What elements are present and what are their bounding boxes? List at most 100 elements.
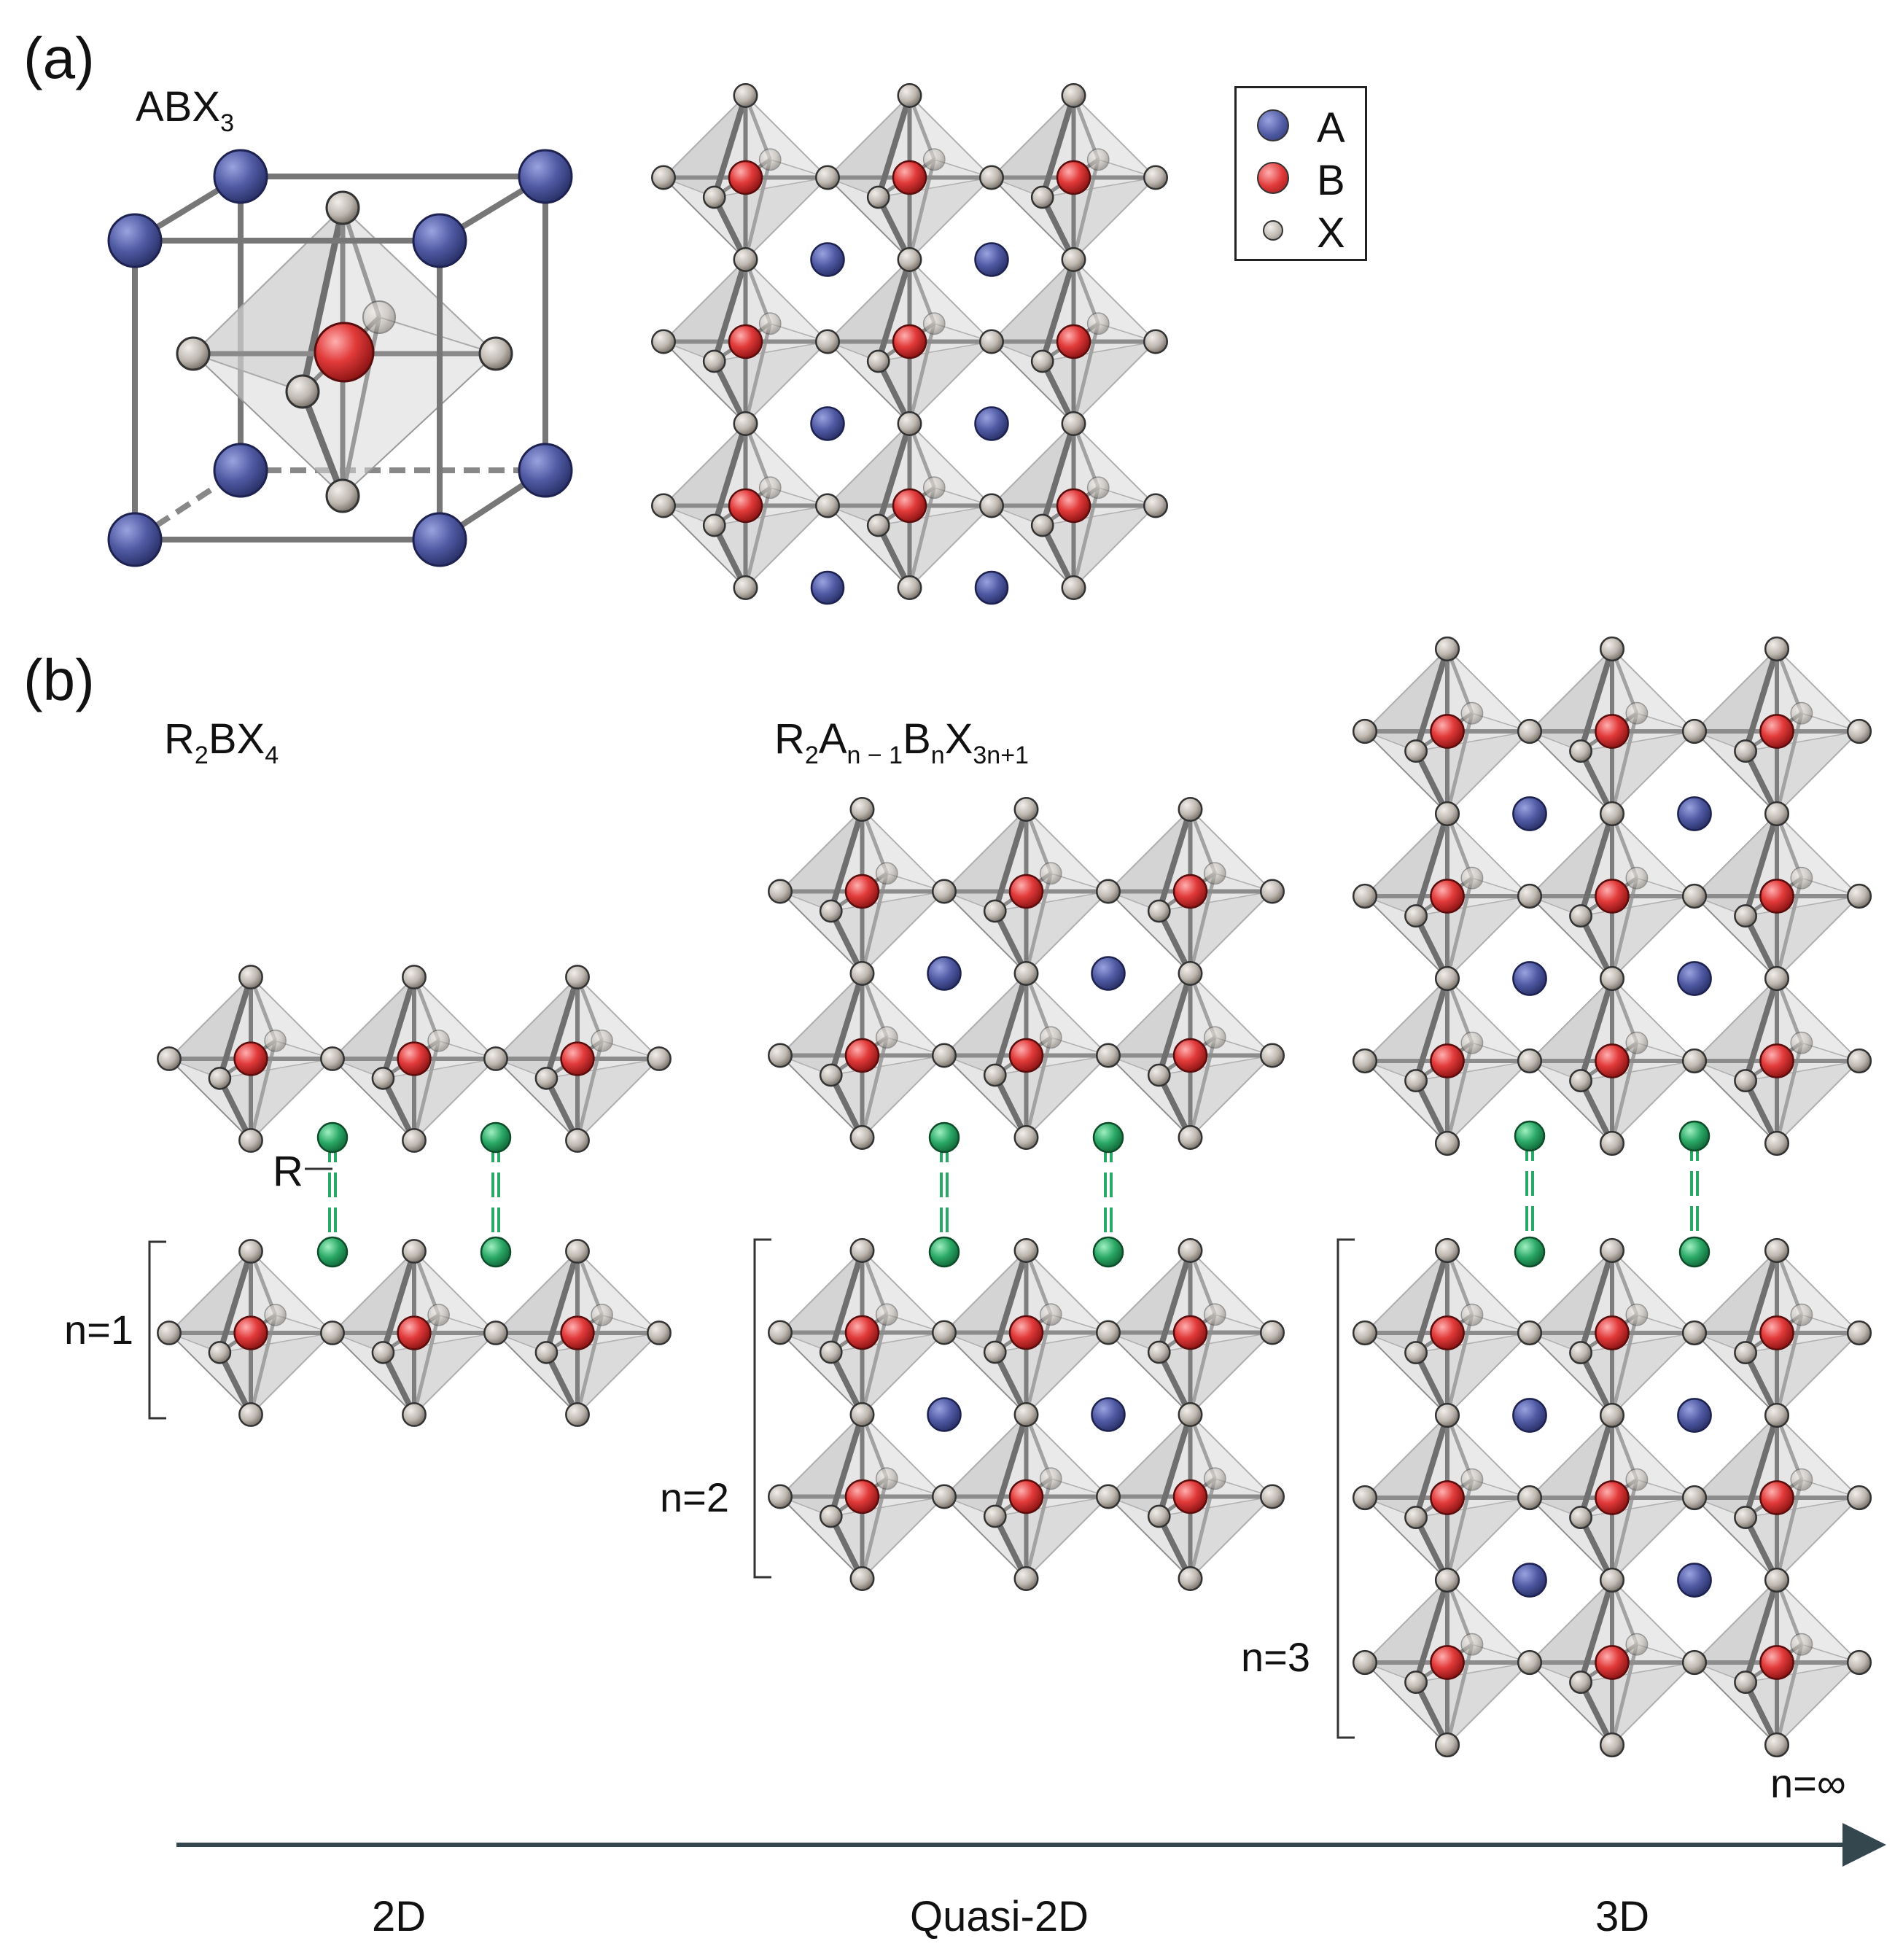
- x-atom: [849, 797, 875, 822]
- x-atom: [768, 879, 793, 904]
- x-atom: [238, 965, 263, 989]
- x-atom: [1013, 1125, 1039, 1150]
- x-atom: [1764, 1567, 1790, 1593]
- x-atom: [979, 493, 1004, 518]
- x-atom: [875, 1026, 898, 1049]
- a-atom: [213, 443, 268, 498]
- x-atom: [819, 1063, 843, 1087]
- bond: [1156, 1249, 1194, 1353]
- lattice-3d-n3: [1352, 636, 1872, 1758]
- x-atom: [264, 1304, 287, 1326]
- x-atom: [983, 899, 1007, 923]
- x-atom: [1039, 862, 1062, 885]
- b-atom: [844, 874, 880, 909]
- x-atom: [1846, 1320, 1872, 1346]
- a-atom: [1091, 956, 1126, 991]
- x-atom: [320, 1321, 345, 1345]
- x-atom: [932, 1320, 957, 1345]
- x-atom: [1517, 1485, 1543, 1511]
- bond: [1578, 1579, 1615, 1684]
- x-atom: [815, 329, 840, 354]
- x-atom: [1569, 1671, 1593, 1695]
- a-atom: [1677, 796, 1712, 831]
- a-atom: [213, 149, 268, 204]
- x-atom: [875, 1467, 898, 1490]
- bond: [1743, 1414, 1780, 1519]
- x-atom: [979, 165, 1004, 190]
- a-atom: [107, 213, 163, 268]
- bond: [1743, 648, 1780, 752]
- formula-r2bx4: R2BX4: [164, 715, 279, 769]
- a-atom: [1677, 1398, 1712, 1433]
- b-atom: [728, 324, 763, 359]
- b-atom: [1008, 1479, 1044, 1514]
- x-atom: [1625, 1303, 1649, 1326]
- formula-part: R: [774, 715, 805, 763]
- x-atom: [1569, 1341, 1593, 1365]
- x-atom: [1260, 1484, 1285, 1509]
- bond: [1039, 94, 1077, 198]
- axis-label-quasi2d: Quasi-2D: [910, 1893, 1089, 1940]
- x-atom: [733, 247, 758, 272]
- legend-label-b: B: [1317, 157, 1345, 204]
- x-atom: [238, 1128, 263, 1153]
- x-atom: [1846, 1649, 1872, 1676]
- bond: [1578, 977, 1615, 1082]
- bond: [828, 1413, 865, 1517]
- x-atom: [1790, 1031, 1813, 1054]
- r-spacer-atom: [480, 1121, 512, 1154]
- x-atom: [1434, 1237, 1460, 1264]
- x-atom: [157, 1046, 182, 1071]
- bond: [543, 1250, 580, 1354]
- bond: [1578, 812, 1615, 917]
- x-atom: [702, 513, 726, 537]
- bond: [875, 258, 913, 362]
- x-atom: [1517, 1320, 1543, 1346]
- formula-subscript: n − 1: [847, 742, 903, 769]
- x-atom: [1460, 1633, 1484, 1656]
- b-atom: [1430, 714, 1465, 749]
- x-atom: [866, 349, 890, 373]
- bond: [992, 972, 1030, 1076]
- x-atom: [1434, 1402, 1460, 1428]
- bond: [1743, 977, 1780, 1082]
- x-atom: [1352, 883, 1378, 909]
- x-atom: [815, 165, 840, 190]
- formula-subscript: 3n+1: [973, 742, 1029, 769]
- x-atom: [1203, 862, 1226, 885]
- bond: [828, 972, 865, 1076]
- x-atom: [1599, 1130, 1625, 1156]
- formula-part: BX: [208, 715, 265, 763]
- lattice-3d-panel-a: [651, 83, 1168, 605]
- x-atom: [157, 1321, 182, 1345]
- x-atom: [402, 1402, 427, 1427]
- b-atom: [1595, 879, 1630, 914]
- x-atom: [427, 1304, 450, 1326]
- x-atom: [849, 1125, 875, 1150]
- x-atom: [1681, 718, 1708, 744]
- x-atom: [1625, 1468, 1649, 1491]
- formula-abx3: ABX3: [136, 86, 234, 136]
- b-atom: [728, 160, 763, 195]
- x-atom: [1599, 1567, 1625, 1593]
- r-spacer-atom: [1514, 1236, 1546, 1268]
- r-spacer-atom: [928, 1121, 960, 1154]
- x-atom: [1734, 904, 1758, 928]
- x-atom: [1178, 1238, 1203, 1263]
- x-atom: [1681, 1649, 1708, 1676]
- x-atom: [1352, 1320, 1378, 1346]
- x-atom: [1061, 411, 1086, 436]
- a-atom: [974, 406, 1009, 441]
- x-atom: [483, 1321, 508, 1345]
- b-atom: [1595, 714, 1630, 749]
- x-atom: [1178, 1402, 1203, 1427]
- x-atom: [1260, 879, 1285, 904]
- panel-label-a: (a): [23, 26, 95, 90]
- formula-part: R: [164, 715, 195, 763]
- b-atom: [560, 1315, 595, 1350]
- x-atom: [1764, 636, 1790, 662]
- layer-label-n1: n=1: [64, 1307, 133, 1353]
- bond: [217, 976, 254, 1080]
- x-atom: [1790, 866, 1813, 890]
